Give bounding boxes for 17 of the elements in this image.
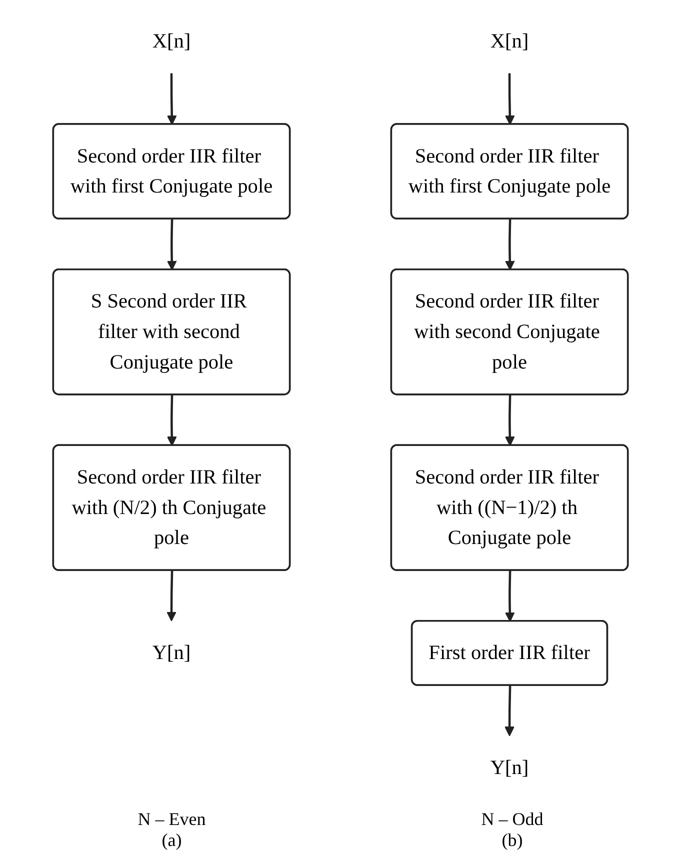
node-text: Y[n] (490, 756, 529, 779)
arrow (166, 73, 177, 125)
arrow (166, 219, 177, 270)
node-text: X[n] (490, 29, 529, 52)
panel-label: (a) (162, 830, 182, 851)
arrow (504, 686, 514, 736)
case-caption: N – Even (138, 809, 206, 830)
arrow (504, 394, 515, 446)
arrow (166, 570, 176, 622)
case-caption: N – Odd (481, 809, 544, 830)
arrow (504, 570, 515, 622)
node-text: X[n] (152, 29, 191, 52)
panel-label: (b) (502, 830, 523, 851)
arrow (504, 73, 515, 125)
node-text: Y[n] (152, 641, 191, 664)
arrow (504, 219, 515, 270)
arrow (166, 394, 177, 446)
